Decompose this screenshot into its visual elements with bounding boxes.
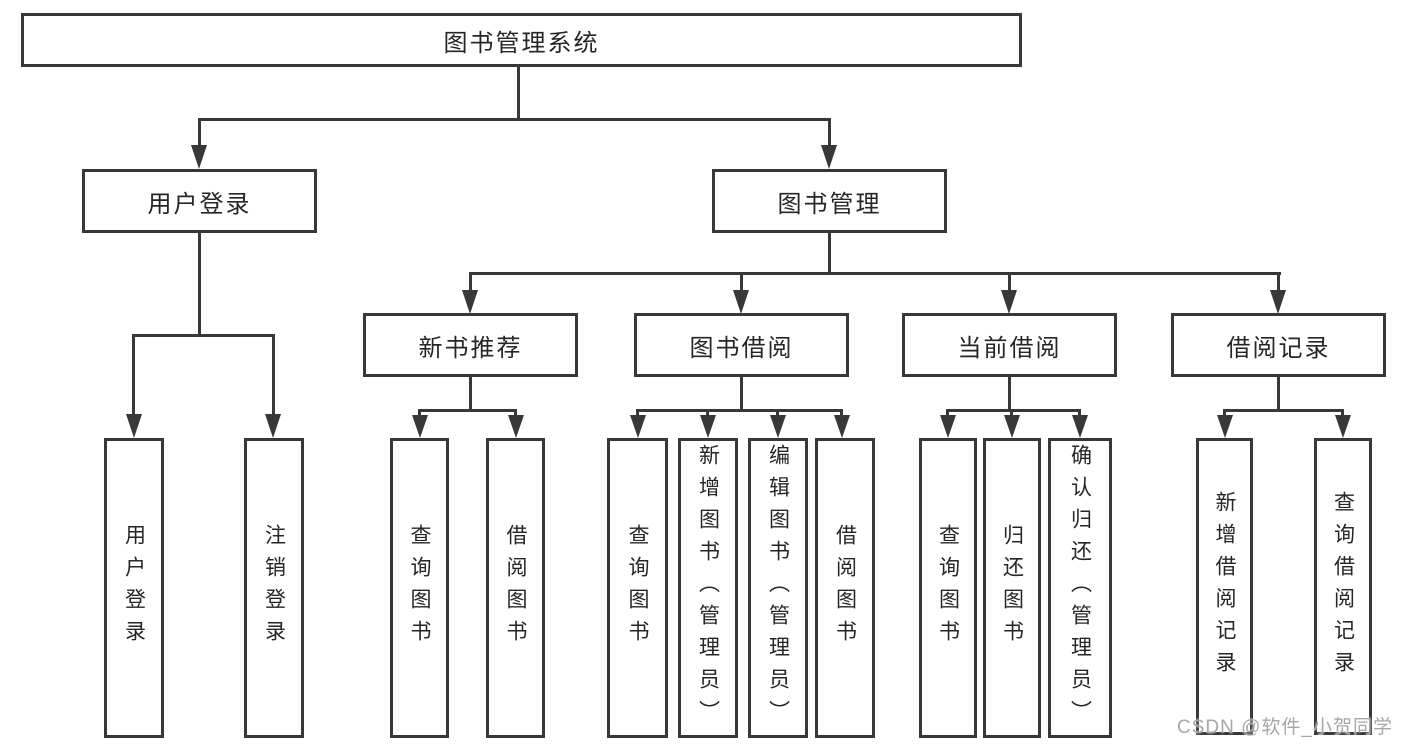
leaf-logout: 注销登录 bbox=[244, 438, 304, 738]
csdn-watermark: CSDN @软件_小贺同学 bbox=[1177, 717, 1393, 738]
leaf-label: 新增图书（管理员） bbox=[696, 444, 720, 732]
leaf-label: 借阅图书 bbox=[833, 524, 857, 652]
connector-leaf-drop bbox=[132, 334, 135, 416]
connector-user-login-rail bbox=[132, 334, 275, 337]
node-current-borrow: 当前借阅 bbox=[902, 313, 1117, 377]
leaf-confirm-return: 确认归还（管理员） bbox=[1048, 438, 1112, 738]
connector-book-mgmt-drop bbox=[828, 118, 831, 147]
connector-leaf-drop bbox=[418, 409, 421, 418]
leaf-label: 注销登录 bbox=[262, 524, 286, 652]
connector-leaf-drop bbox=[1010, 409, 1013, 418]
leaf-add-borrow-record: 新增借阅记录 bbox=[1196, 438, 1253, 735]
connector-level3-drop bbox=[469, 272, 472, 292]
leaf-borrow-book-rec: 借阅图书 bbox=[486, 438, 545, 738]
connector-user-login-stem bbox=[198, 232, 201, 336]
connector-level3-drop bbox=[1277, 272, 1280, 292]
leaf-add-book: 新增图书（管理员） bbox=[678, 438, 738, 738]
connector-leaf-drop bbox=[636, 409, 639, 418]
arrowhead-down-icon bbox=[191, 145, 207, 169]
connector-leaf-drop bbox=[840, 409, 843, 418]
arrowhead-down-icon bbox=[462, 290, 478, 314]
leaf-label: 编辑图书（管理员） bbox=[766, 444, 790, 732]
connector-leaf-drop bbox=[946, 409, 949, 418]
arrowhead-down-icon bbox=[1072, 415, 1088, 438]
leaf-query-book-borrow: 查询图书 bbox=[607, 438, 668, 738]
node-book-mgmt: 图书管理 bbox=[712, 169, 947, 233]
connector-book-borrow-stem bbox=[740, 376, 743, 412]
leaf-label: 查询图书 bbox=[626, 524, 649, 652]
arrowhead-down-icon bbox=[1004, 415, 1020, 438]
connector-leaf-drop bbox=[776, 409, 779, 418]
connector-level3-drop bbox=[1008, 272, 1011, 292]
connector-leaf-drop bbox=[514, 409, 517, 418]
connector-leaf-drop bbox=[272, 334, 275, 416]
arrowhead-down-icon bbox=[1335, 415, 1351, 438]
leaf-query-book-rec: 查询图书 bbox=[390, 438, 449, 738]
arrowhead-down-icon bbox=[1217, 415, 1233, 438]
leaf-label: 归还图书 bbox=[1000, 524, 1024, 652]
arrowhead-down-icon bbox=[1001, 290, 1017, 314]
connector-level3-rail bbox=[469, 272, 1281, 275]
node-book-borrow: 图书借阅 bbox=[634, 313, 849, 377]
connector-level3-drop bbox=[740, 272, 743, 292]
node-root: 图书管理系统 bbox=[21, 13, 1022, 67]
connector-book-borrow-rail bbox=[636, 409, 843, 412]
arrowhead-down-icon bbox=[821, 145, 837, 169]
leaf-return-book: 归还图书 bbox=[983, 438, 1041, 738]
connector-user-login-drop bbox=[198, 118, 201, 147]
leaf-borrow-book: 借阅图书 bbox=[815, 438, 875, 738]
arrowhead-down-icon bbox=[733, 290, 749, 314]
leaf-label: 用户登录 bbox=[122, 524, 146, 652]
connector-leaf-drop bbox=[706, 409, 709, 418]
leaf-user-login: 用户登录 bbox=[104, 438, 164, 738]
arrowhead-down-icon bbox=[265, 414, 281, 438]
leaf-edit-book: 编辑图书（管理员） bbox=[748, 438, 808, 738]
connector-current-borrow-rail bbox=[946, 409, 1081, 412]
connector-root-stem bbox=[517, 66, 520, 120]
leaf-label: 查询图书 bbox=[936, 524, 960, 652]
leaf-query-book-current: 查询图书 bbox=[919, 438, 977, 738]
arrowhead-down-icon bbox=[834, 415, 850, 438]
arrowhead-down-icon bbox=[412, 415, 428, 438]
arrowhead-down-icon bbox=[508, 415, 524, 438]
leaf-query-borrow-record: 查询借阅记录 bbox=[1314, 438, 1372, 735]
node-new-book-rec: 新书推荐 bbox=[363, 313, 578, 377]
arrowhead-down-icon bbox=[126, 414, 142, 438]
node-user-login: 用户登录 bbox=[82, 169, 317, 233]
leaf-label: 查询借阅记录 bbox=[1331, 490, 1355, 683]
connector-book-mgmt-stem bbox=[828, 232, 831, 275]
connector-borrow-record-stem bbox=[1277, 376, 1280, 412]
arrowhead-down-icon bbox=[940, 415, 956, 438]
connector-level2-rail bbox=[198, 118, 831, 121]
arrowhead-down-icon bbox=[630, 415, 646, 438]
connector-new-book-rec-rail bbox=[418, 409, 517, 412]
leaf-label: 确认归还（管理员） bbox=[1068, 444, 1092, 732]
node-borrow-record: 借阅记录 bbox=[1171, 313, 1386, 377]
leaf-label: 借阅图书 bbox=[504, 524, 527, 652]
connector-current-borrow-stem bbox=[1008, 376, 1011, 412]
connector-leaf-drop bbox=[1078, 409, 1081, 418]
connector-new-book-rec-stem bbox=[469, 376, 472, 412]
leaf-label: 新增借阅记录 bbox=[1213, 490, 1236, 683]
arrowhead-down-icon bbox=[1270, 290, 1286, 314]
connector-borrow-record-rail bbox=[1223, 409, 1343, 412]
arrowhead-down-icon bbox=[700, 415, 716, 438]
arrowhead-down-icon bbox=[770, 415, 786, 438]
connector-leaf-drop bbox=[1341, 409, 1344, 418]
connector-leaf-drop bbox=[1223, 409, 1226, 418]
leaf-label: 查询图书 bbox=[408, 524, 431, 652]
